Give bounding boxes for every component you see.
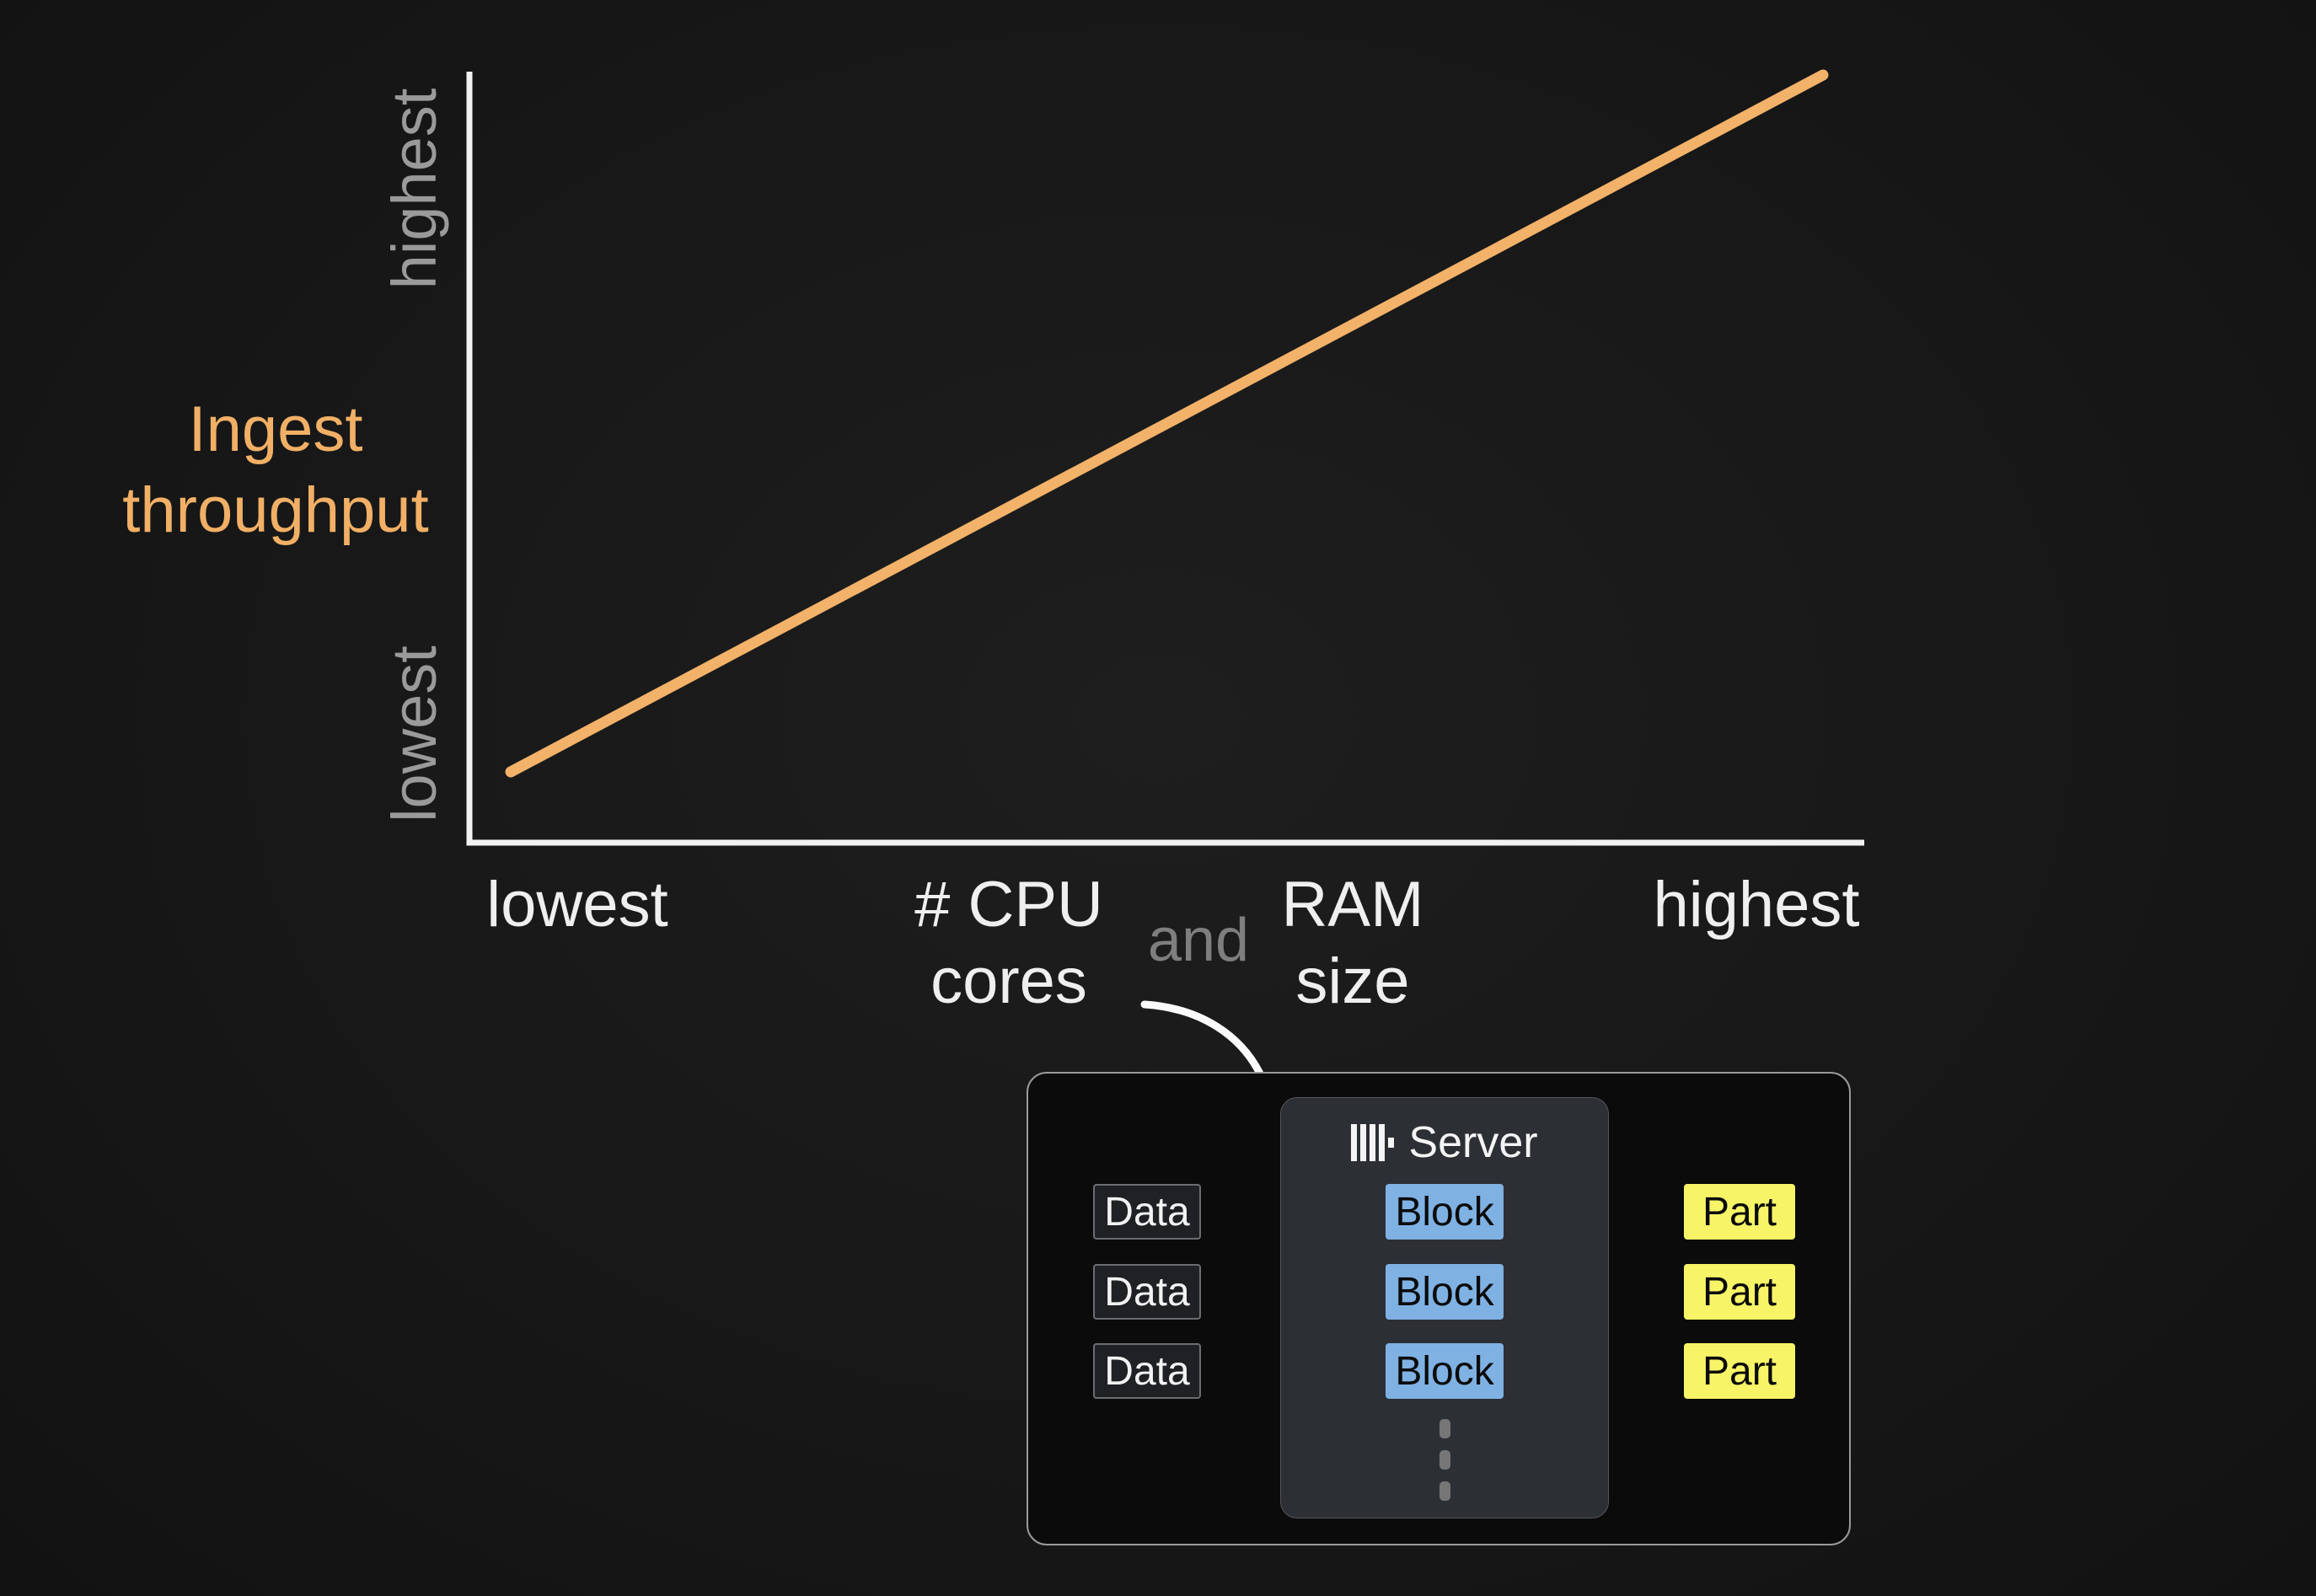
server-header: Server xyxy=(1280,1118,1609,1167)
chart-axes xyxy=(466,72,1864,846)
ellipsis-dot-icon xyxy=(1439,1450,1450,1470)
x-label-ram-line1: RAM xyxy=(1281,869,1424,940)
y-axis-title-line2: throughput xyxy=(122,474,429,546)
part-node-1: Part xyxy=(1684,1184,1795,1240)
y-axis-title: Ingest throughput xyxy=(65,389,486,551)
y-tick-highest: highest xyxy=(378,88,449,290)
x-label-ram-line2: size xyxy=(1295,945,1410,1017)
ingest-throughput-line xyxy=(505,69,1829,778)
data-node-3: Data xyxy=(1093,1343,1201,1399)
server-label: Server xyxy=(1408,1118,1538,1167)
block-node-3: Block xyxy=(1386,1343,1504,1399)
x-tick-lowest: lowest xyxy=(486,869,668,940)
x-label-ram-size: RAM size xyxy=(1214,866,1492,1020)
x-label-cpu-line1: # CPU xyxy=(914,869,1103,940)
ellipsis-dot-icon xyxy=(1439,1419,1450,1438)
y-tick-lowest: lowest xyxy=(378,645,449,822)
y-axis-title-line1: Ingest xyxy=(188,394,363,465)
block-node-2: Block xyxy=(1386,1264,1504,1320)
block-node-1: Block xyxy=(1386,1184,1504,1240)
data-node-1: Data xyxy=(1093,1184,1201,1240)
x-label-cpu-line2: cores xyxy=(930,945,1087,1017)
part-node-3: Part xyxy=(1684,1343,1795,1399)
x-label-and: and xyxy=(1147,907,1250,974)
x-tick-highest: highest xyxy=(1653,869,1860,940)
part-node-2: Part xyxy=(1684,1264,1795,1320)
server-bars-icon xyxy=(1351,1124,1395,1161)
data-node-2: Data xyxy=(1093,1264,1201,1320)
ellipsis-dot-icon xyxy=(1439,1481,1450,1501)
x-label-cpu-cores: # CPU cores xyxy=(861,866,1156,1020)
